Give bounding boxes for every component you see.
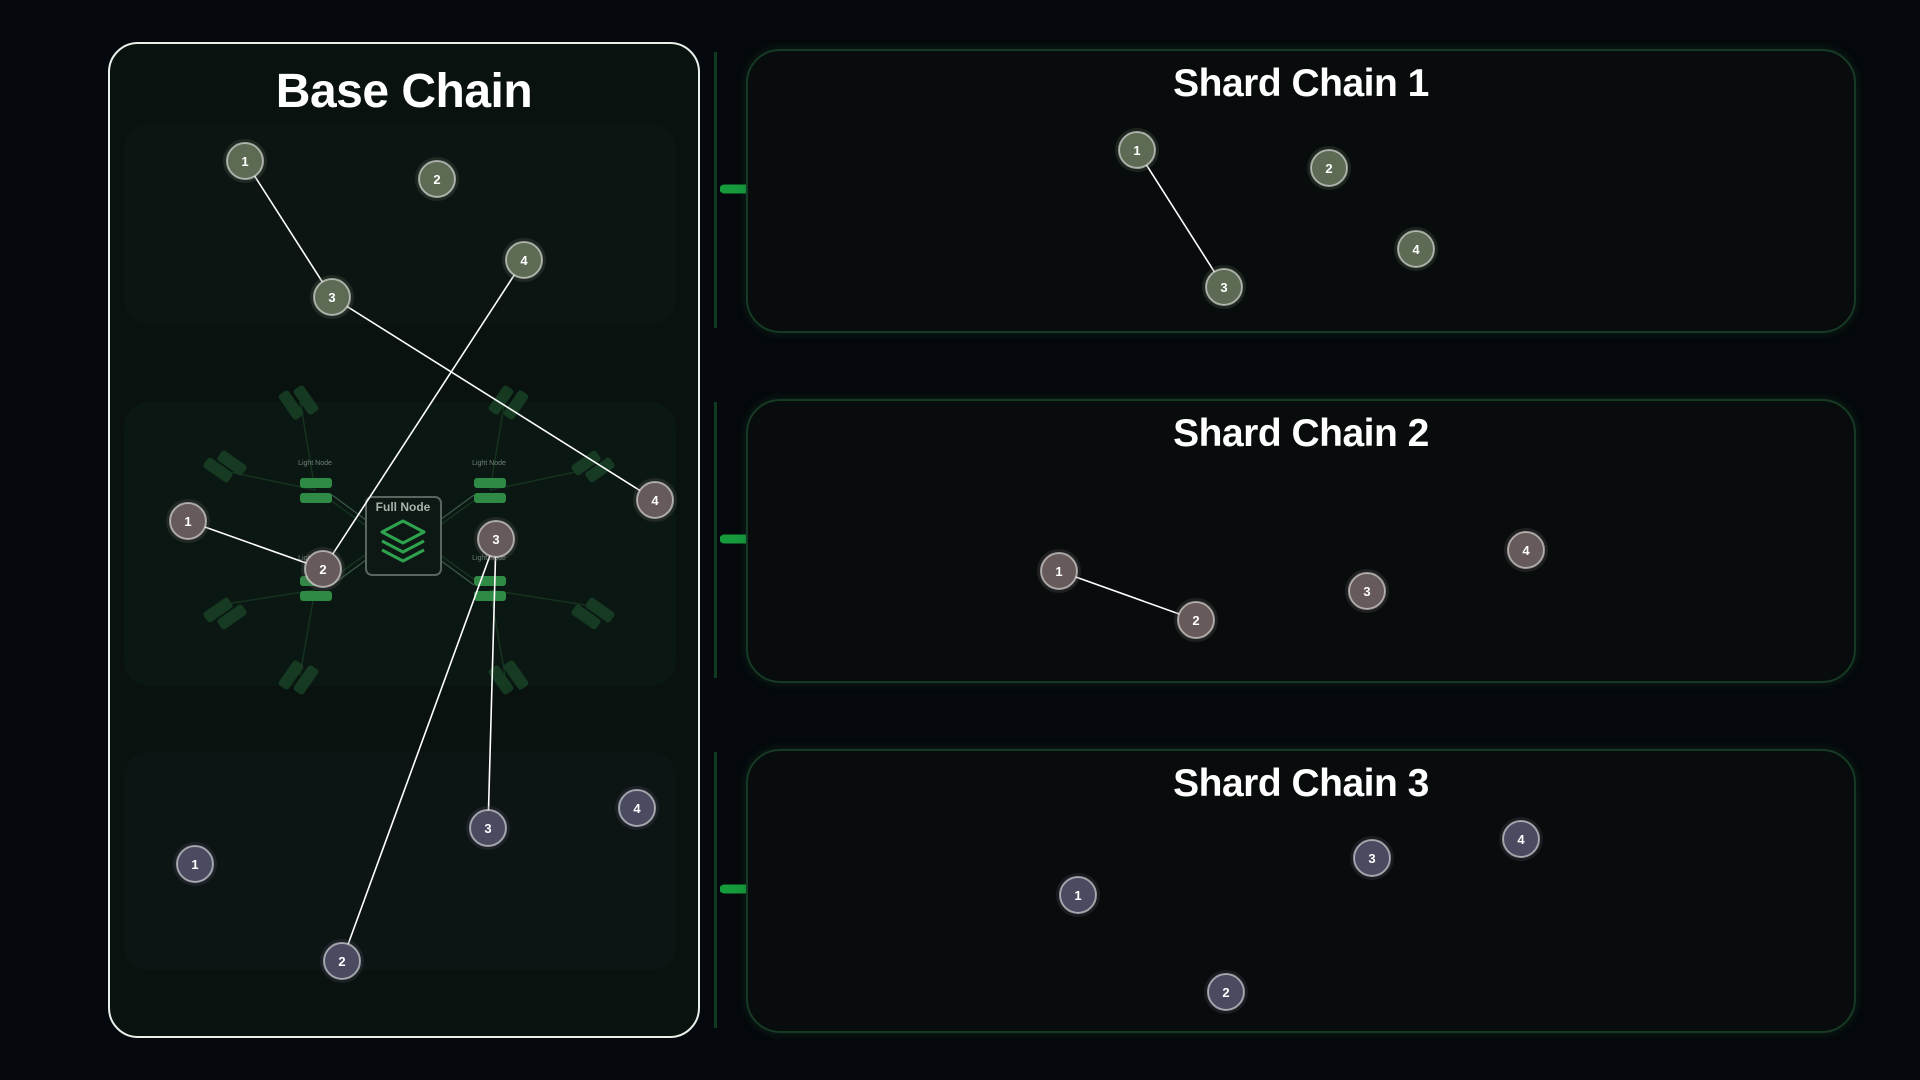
shard-chain-3-title: Shard Chain 3 <box>1173 762 1429 805</box>
shard-chain-1-panel: Shard Chain 1 <box>746 49 1856 333</box>
divider-1 <box>714 52 717 328</box>
base-band-shard-3 <box>124 752 676 970</box>
base-band-shard-1 <box>124 124 676 324</box>
divider-3 <box>714 752 717 1028</box>
shard-chain-1-title: Shard Chain 1 <box>1173 62 1429 105</box>
shard-chain-3-panel: Shard Chain 3 <box>746 749 1856 1033</box>
base-chain-panel: Base Chain <box>108 42 700 1038</box>
shard-chain-2-title: Shard Chain 2 <box>1173 412 1429 455</box>
shard-chain-2-panel: Shard Chain 2 <box>746 399 1856 683</box>
divider-2 <box>714 402 717 678</box>
base-chain-title: Base Chain <box>275 65 533 118</box>
base-band-shard-2 <box>124 402 676 686</box>
